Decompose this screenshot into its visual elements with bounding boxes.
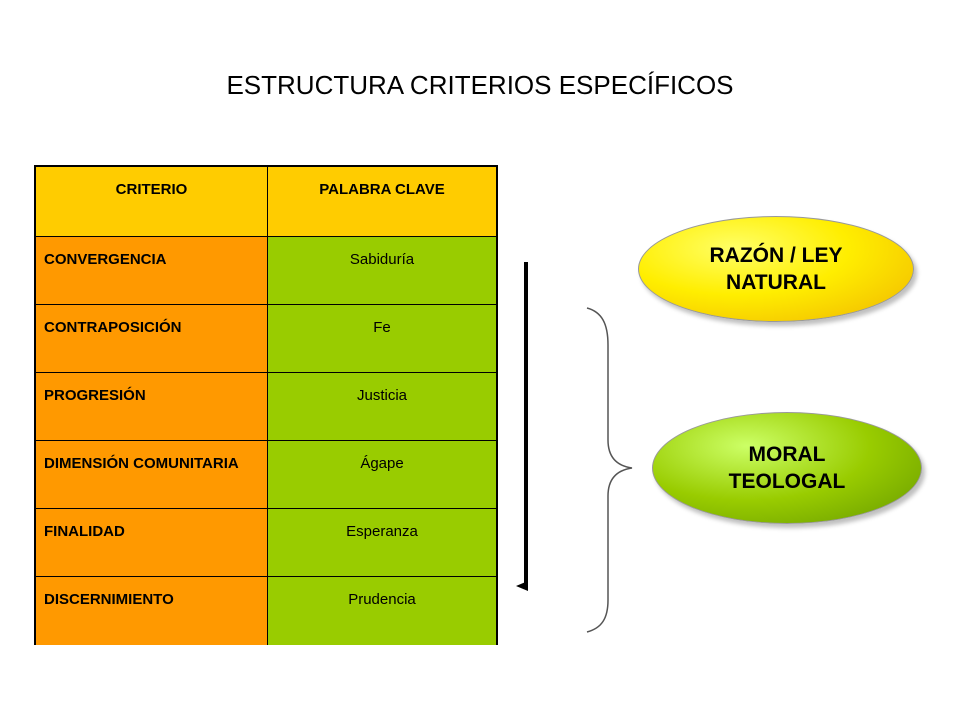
palabra-cell: Esperanza [268, 509, 496, 577]
criterio-cell: CONVERGENCIA [36, 237, 268, 305]
oval-moral-label: MORAL TEOLOGAL [728, 442, 846, 493]
oval-razon-ley-natural: RAZÓN / LEY NATURAL [638, 216, 914, 322]
curly-brace [586, 307, 633, 633]
page-title: ESTRUCTURA CRITERIOS ESPECÍFICOS [226, 70, 734, 100]
palabra-cell: Prudencia [268, 577, 496, 645]
oval-moral-teologal: MORAL TEOLOGAL [652, 412, 922, 524]
criteria-table: CRITERIO PALABRA CLAVE CONVERGENCIA Sabi… [34, 165, 498, 645]
palabra-cell: Justicia [268, 373, 496, 441]
header-criterio: CRITERIO [36, 167, 268, 237]
criterio-cell: DISCERNIMIENTO [36, 577, 268, 645]
header-palabra-clave: PALABRA CLAVE [268, 167, 496, 237]
oval-razon-label: RAZÓN / LEY NATURAL [709, 243, 843, 294]
criterio-cell: CONTRAPOSICIÓN [36, 305, 268, 373]
criterio-cell: FINALIDAD [36, 509, 268, 577]
palabra-cell: Fe [268, 305, 496, 373]
palabra-cell: Sabiduría [268, 237, 496, 305]
criterio-cell: DIMENSIÓN COMUNITARIA [36, 441, 268, 509]
criterio-cell: PROGRESIÓN [36, 373, 268, 441]
palabra-cell: Ágape [268, 441, 496, 509]
